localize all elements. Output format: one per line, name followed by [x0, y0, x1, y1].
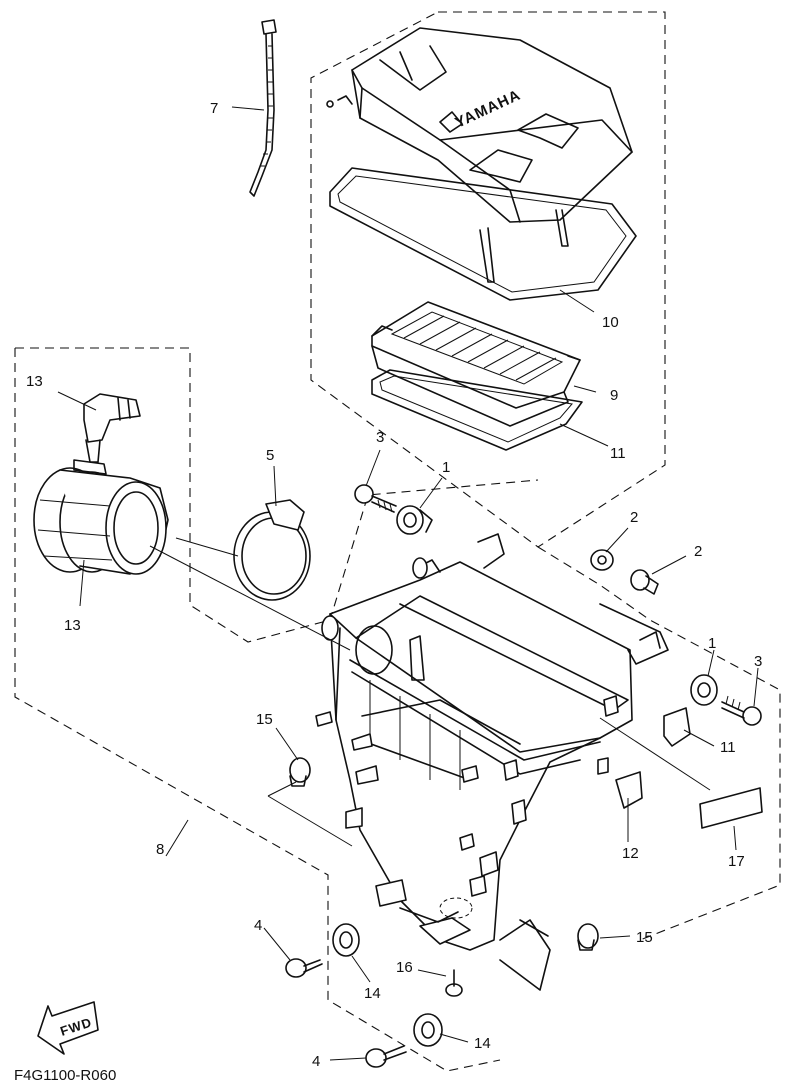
callout-10: 11: [610, 445, 626, 462]
leader-lines: [57, 106, 759, 1061]
airbox-case: [315, 533, 669, 991]
callout-3-right: 3: [754, 653, 762, 670]
callout-15-left: 15: [256, 711, 273, 728]
callout-4-top: 4: [254, 917, 262, 934]
callout-5: 5: [266, 447, 274, 464]
clips: [615, 707, 691, 809]
group-boundaries: [14, 11, 781, 1072]
drawing-code: F4G1100-R060: [14, 1067, 116, 1084]
callout-8: 9: [610, 387, 618, 404]
callout-14-top: 14: [364, 985, 381, 1002]
callout-1-top: 1: [442, 459, 450, 476]
grommets-15: [289, 757, 599, 951]
callout-6: 7: [210, 100, 218, 117]
callout-1-right: 1: [708, 635, 716, 652]
hose-clamp: [233, 499, 311, 601]
callout-14-bottom: 14: [474, 1035, 491, 1052]
callout-17: 17: [728, 853, 745, 870]
bolt-and-grommet-right: [690, 674, 762, 726]
callouts: 7 10 9 11 13 13 5 3 1 2 2 1 3 11 12 17 1…: [26, 100, 762, 1070]
callout-2-top: 2: [630, 509, 638, 526]
callout-7: 8: [156, 841, 164, 858]
elbow-fitting: [83, 393, 141, 463]
callout-4-bottom: 4: [312, 1053, 320, 1070]
callout-13: 13: [26, 373, 43, 390]
callout-11-bottom: 12: [622, 845, 639, 862]
dampers: [590, 549, 659, 595]
callout-9: 10: [602, 314, 619, 331]
label-sticker: [699, 787, 763, 829]
filter-seal: [371, 369, 583, 451]
intake-joint: [33, 459, 169, 575]
cable-tie: [249, 19, 277, 197]
callout-12: 13: [64, 617, 81, 634]
callout-3-top: 3: [376, 429, 384, 446]
callout-2-right: 2: [694, 543, 702, 560]
bolt-and-grommet-top: [354, 484, 433, 535]
cover-seal: [329, 167, 637, 301]
air-filter: [371, 301, 581, 427]
callout-11-top: 11: [720, 739, 736, 756]
fwd-arrow-icon: FWD: [37, 1001, 99, 1055]
callout-16: 16: [396, 959, 413, 976]
callout-15-right: 15: [636, 929, 653, 946]
bolts-and-grommets-bottom: [285, 923, 463, 1068]
airbox-cover: YAMAHA: [326, 27, 633, 283]
